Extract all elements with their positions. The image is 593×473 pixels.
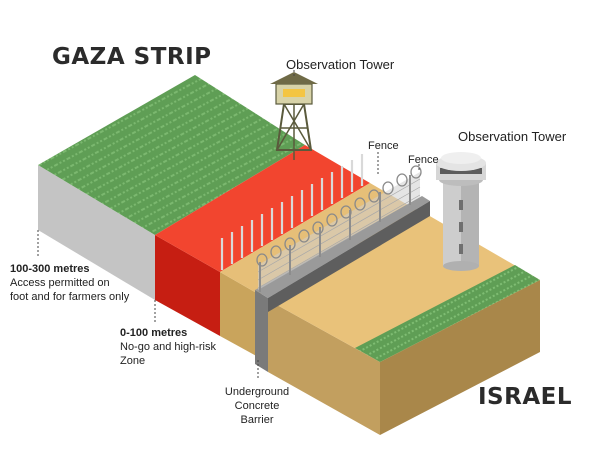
fence-label-2: Fence	[408, 154, 439, 166]
zone-near-line1: No-go and high-risk	[120, 341, 216, 353]
observation-tower-left	[270, 72, 318, 160]
sand-front-face	[220, 272, 260, 358]
barrier-line3: Barrier	[240, 414, 274, 426]
israel-front-face	[268, 300, 380, 435]
leader-lines	[37, 70, 420, 380]
tower-right-label: Observation Tower	[458, 129, 567, 144]
barrier-line2: Concrete	[234, 400, 280, 412]
concrete-barrier-side	[268, 201, 430, 312]
red-no-go-zone	[155, 145, 370, 272]
gaza-farmland	[38, 75, 305, 235]
red-zone-front-face	[155, 235, 220, 336]
zone-far-line2: foot and for farmers only	[10, 291, 130, 303]
gaza-front-face	[38, 165, 155, 300]
zone-far-line1: Access permitted on	[10, 277, 110, 289]
zone-near-label: 0-100 metres No-go and high-risk Zone	[120, 326, 216, 368]
observation-tower-right	[436, 152, 486, 271]
tower-left-label: Observation Tower	[286, 57, 395, 72]
fence-1	[220, 154, 364, 270]
fence-label-1: Fence	[368, 140, 399, 152]
barrier-label: Underground Concrete Barrier	[222, 385, 292, 427]
barrier-line1: Underground	[224, 386, 290, 398]
zone-far-distance: 100-300 metres	[10, 263, 90, 275]
concrete-barrier-top	[255, 196, 430, 298]
region-label-israel: ISRAEL	[478, 384, 573, 410]
fence-2	[256, 165, 422, 292]
concrete-barrier-front	[255, 290, 268, 372]
region-label-gaza: GAZA STRIP	[52, 44, 212, 70]
zone-far-label: 100-300 metres Access permitted on foot …	[10, 262, 129, 304]
zone-near-distance: 0-100 metres	[120, 327, 188, 339]
israel-farmland	[355, 265, 540, 362]
zone-near-line2: Zone	[120, 355, 146, 367]
israel-side-face	[380, 280, 540, 435]
